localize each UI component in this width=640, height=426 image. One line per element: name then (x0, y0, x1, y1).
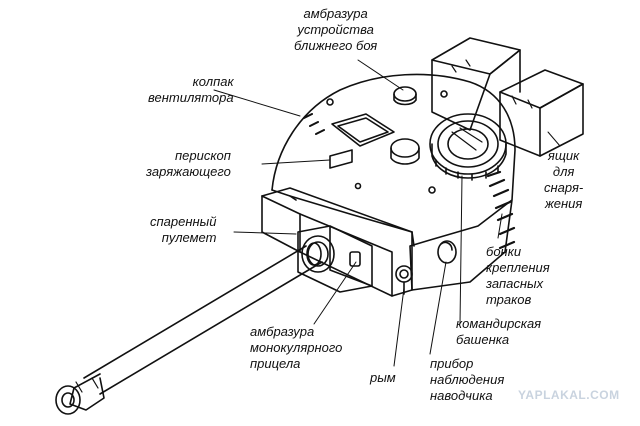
label-lifting-eye: рым (370, 370, 396, 385)
gun-barrel (55, 242, 323, 415)
leader-gunner-sight (429, 261, 447, 355)
label-commander-cupola: командирская башенка (456, 316, 542, 347)
leader-periscope (261, 159, 331, 165)
label-close-defense-port: амбразура устройства ближнего боя (294, 6, 378, 53)
turret-body (261, 73, 516, 297)
leader-track-brackets (497, 213, 503, 239)
label-loader-periscope: перископ заряжающего (146, 148, 231, 179)
leader-lifting-eye (393, 287, 405, 367)
ammo-box-illustration (431, 37, 584, 157)
leader-coaxial-mg (233, 231, 297, 235)
label-fan-cap: колпак вентилятора (148, 74, 234, 105)
label-gunner-sight: прибор наблюдения наводчика (430, 356, 505, 403)
watermark: YAPLAKAL.COM (518, 388, 620, 402)
leader-ammo-box (547, 131, 561, 147)
label-monocular-sight-port: амбразура монокулярного прицела (250, 324, 343, 371)
leader-lines (213, 59, 561, 367)
label-track-brackets: бонки крепления запасных траков (486, 244, 550, 307)
leader-sight-port (313, 261, 357, 325)
leader-fan-cap (213, 89, 301, 117)
label-ammo-box: ящик для снаря- жения (544, 148, 584, 211)
label-coaxial-mg: спаренный пулемет (150, 214, 217, 245)
leader-close-defense (357, 59, 404, 91)
leader-cupola (459, 175, 463, 325)
